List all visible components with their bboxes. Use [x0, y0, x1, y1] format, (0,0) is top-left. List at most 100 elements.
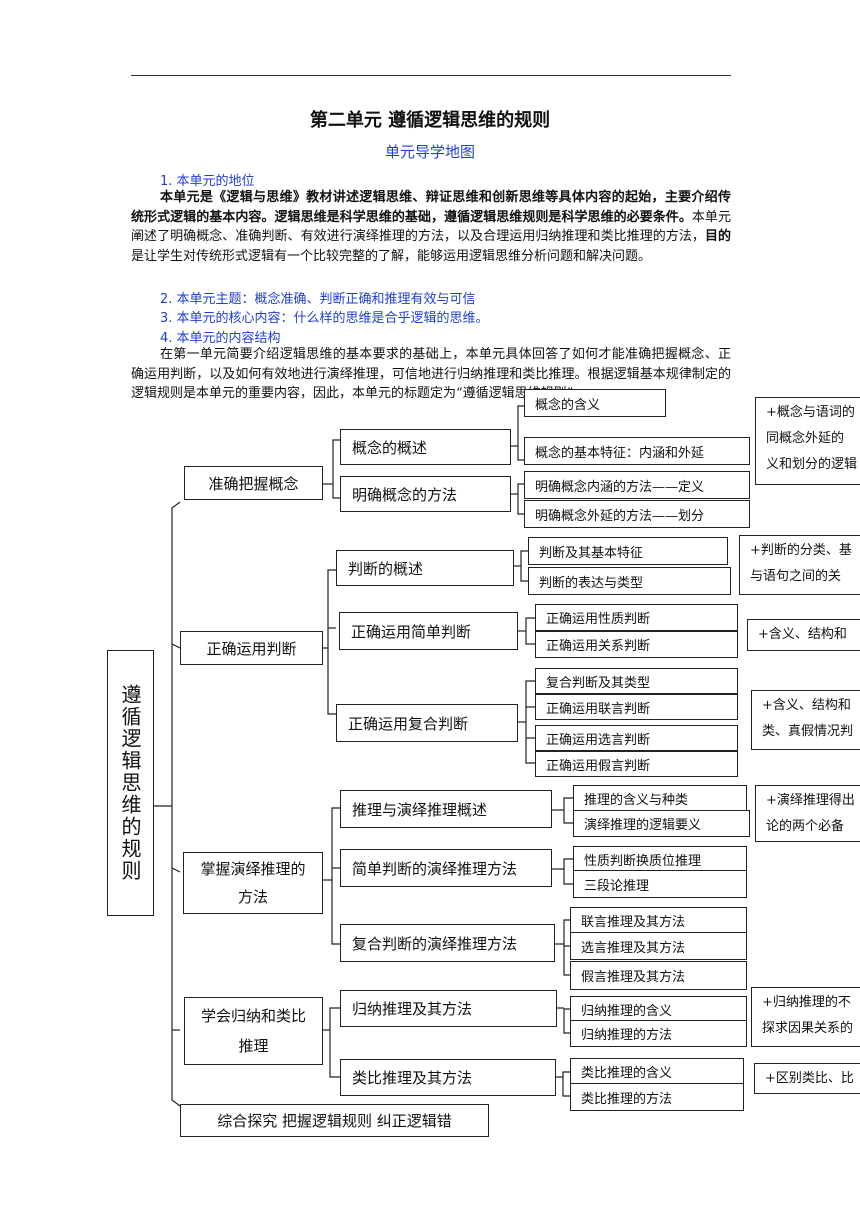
node-inquiry-label: 综合探究 把握逻辑规则 纠正逻辑错	[217, 1112, 452, 1130]
leaf-concept-define: 明确概念内涵的方法——定义	[524, 471, 750, 499]
leaf-judgment-disj-label: 正确运用选言判断	[546, 732, 651, 748]
note-judgment-1-line1: +判断的分类、基	[750, 543, 852, 558]
para-normal: 本单元阐述了明确概念、准确判断、有效进行演绎推理的方法，以及合理运用归纳推理和类…	[131, 209, 731, 245]
para-normal-2: 是让学生对传统形式逻辑有一个比较完整的了解，能够运用逻辑思维分析问题和解决问题。	[131, 248, 652, 264]
note-judgment-3-line2: 类、真假情况判	[762, 724, 854, 739]
leaf-deduction-conj: 联言推理及其方法	[570, 907, 747, 934]
para-bold: 本单元是《逻辑与思维》教材讲述逻辑思维、辩证思维和创新思维等具体内容的起始，主要…	[131, 190, 731, 225]
note-concept-line1: +概念与语词的	[766, 405, 855, 420]
note-analogy-line1: +区别类比、比	[765, 1071, 854, 1086]
node-induction-ind-label: 归纳推理及其方法	[352, 1000, 473, 1018]
node-deduction-overview: 推理与演绎推理概述	[340, 790, 552, 828]
note-judgment-2: +含义、结构和	[747, 619, 860, 651]
leaf-concept-features-label: 概念的基本特征：内涵和外延	[535, 445, 705, 461]
note-induction-line1: +归纳推理的不	[762, 995, 851, 1010]
leaf-judgment-ctypes-label: 复合判断及其类型	[546, 675, 651, 691]
note-judgment-3: +含义、结构和类、真假情况判	[751, 690, 860, 750]
node-concept-method-label: 明确概念的方法	[352, 485, 458, 504]
section-heading-2: 2. 本单元主题：概念准确、判断正确和推理有效与可信	[160, 292, 476, 307]
leaf-concept-meaning-label: 概念的含义	[535, 397, 601, 413]
leaf-analogy-method-label: 类比推理的方法	[581, 1091, 673, 1107]
node-judgment: 正确运用判断	[180, 631, 323, 665]
note-analogy: +区别类比、比	[754, 1063, 860, 1094]
leaf-judgment-types: 判断的表达与类型	[528, 567, 731, 595]
node-induction-label: 学会归纳和类比推理	[200, 1007, 306, 1055]
node-judgment-simple-label: 正确运用简单判断	[351, 622, 472, 641]
leaf-deduction-kinds: 推理的含义与种类	[573, 785, 747, 811]
node-concept-overview: 概念的概述	[340, 429, 511, 465]
paragraph-position: 本单元是《逻辑与思维》教材讲述逻辑思维、辩证思维和创新思维等具体内容的起始，主要…	[131, 188, 731, 266]
leaf-deduction-conversion: 性质判断换质位推理	[573, 846, 747, 873]
leaf-judgment-property: 正确运用性质判断	[535, 604, 738, 631]
leaf-induction-meaning-label: 归纳推理的含义	[581, 1003, 673, 1019]
node-judgment-overview: 判断的概述	[336, 550, 514, 586]
leaf-concept-define-label: 明确概念内涵的方法——定义	[535, 479, 705, 495]
leaf-deduction-conj-label: 联言推理及其方法	[581, 915, 686, 930]
note-deduction-line2: 论的两个必备	[766, 819, 845, 834]
leaf-judgment-hypo: 正确运用假言判断	[535, 751, 738, 777]
leaf-induction-method: 归纳推理的方法	[570, 1020, 747, 1047]
leaf-judgment-relation-label: 正确运用关系判断	[546, 639, 651, 654]
leaf-judgment-ctypes: 复合判断及其类型	[535, 668, 738, 694]
leaf-judgment-disj: 正确运用选言判断	[535, 725, 738, 751]
page-title: 第二单元 遵循逻辑思维的规则	[309, 110, 551, 131]
leaf-deduction-hypo: 假言推理及其方法	[570, 961, 747, 990]
leaf-judgment-property-label: 正确运用性质判断	[546, 612, 651, 627]
section-heading-4: 4. 本单元的内容结构	[160, 331, 281, 346]
leaf-deduction-disj: 选言推理及其方法	[570, 932, 747, 960]
node-inquiry: 综合探究 把握逻辑规则 纠正逻辑错	[180, 1104, 489, 1137]
leaf-judgment-features-label: 判断及其基本特征	[539, 545, 644, 561]
section-heading-1: 1. 本单元的地位	[160, 174, 255, 189]
node-deduction: 掌握演绎推理的方法	[183, 852, 323, 914]
node-concept: 准确把握概念	[184, 466, 323, 500]
leaf-concept-features: 概念的基本特征：内涵和外延	[524, 437, 750, 465]
leaf-deduction-kinds-label: 推理的含义与种类	[584, 792, 689, 808]
section-heading-3: 3. 本单元的核心内容：什么样的思维是合乎逻辑的思维。	[160, 311, 489, 326]
node-deduction-simple-label: 简单判断的演绎推理方法	[352, 859, 518, 878]
header-rule	[131, 75, 731, 76]
note-judgment-2-line1: +含义、结构和	[758, 627, 847, 642]
note-deduction-line1: +演绎推理得出	[766, 793, 855, 808]
leaf-induction-meaning: 归纳推理的含义	[570, 996, 747, 1022]
node-deduction-compound: 复合判断的演绎推理方法	[340, 924, 555, 962]
note-judgment-1: +判断的分类、基与语句之间的关	[739, 535, 860, 595]
node-induction: 学会归纳和类比推理	[184, 997, 323, 1065]
note-induction: +归纳推理的不探求因果关系的	[751, 987, 860, 1047]
leaf-analogy-meaning: 类比推理的含义	[570, 1058, 744, 1084]
node-judgment-compound-label: 正确运用复合判断	[348, 714, 469, 733]
leaf-judgment-hypo-label: 正确运用假言判断	[546, 758, 651, 774]
leaf-deduction-requirements-label: 演绎推理的逻辑要义	[584, 818, 702, 833]
leaf-deduction-disj-label: 选言推理及其方法	[581, 940, 686, 956]
leaf-judgment-relation: 正确运用关系判断	[535, 631, 738, 658]
leaf-judgment-features: 判断及其基本特征	[528, 537, 728, 565]
note-judgment-1-line2: 与语句之间的关	[750, 569, 842, 584]
leaf-analogy-method: 类比推理的方法	[570, 1083, 744, 1111]
leaf-analogy-meaning-label: 类比推理的含义	[581, 1065, 673, 1081]
leaf-deduction-hypo-label: 假言推理及其方法	[581, 970, 686, 985]
leaf-deduction-requirements: 演绎推理的逻辑要义	[573, 810, 750, 837]
node-concept-method: 明确概念的方法	[340, 476, 511, 512]
root-label: 遵循逻辑思维的规则	[118, 684, 142, 882]
leaf-judgment-conj: 正确运用联言判断	[535, 694, 738, 720]
note-induction-line2: 探求因果关系的	[762, 1021, 854, 1036]
leaf-deduction-conversion-label: 性质判断换质位推理	[584, 854, 702, 869]
leaf-concept-meaning: 概念的含义	[524, 389, 666, 417]
node-judgment-compound: 正确运用复合判断	[336, 704, 518, 742]
note-concept-line3: 义和划分的逻辑	[766, 457, 858, 472]
node-induction-ana: 类比推理及其方法	[340, 1059, 556, 1096]
node-deduction-simple: 简单判断的演绎推理方法	[340, 849, 552, 887]
note-deduction: +演绎推理得出论的两个必备	[755, 785, 860, 842]
para-bold-2: 目的	[704, 229, 731, 244]
node-deduction-overview-label: 推理与演绎推理概述	[352, 800, 488, 819]
leaf-induction-method-label: 归纳推理的方法	[581, 1028, 673, 1043]
node-judgment-label: 正确运用判断	[206, 639, 297, 658]
node-judgment-simple: 正确运用简单判断	[339, 612, 518, 650]
leaf-deduction-syllogism: 三段论推理	[573, 870, 747, 898]
leaf-concept-divide-label: 明确概念外延的方法——划分	[535, 508, 705, 524]
node-concept-label: 准确把握概念	[208, 474, 299, 493]
note-concept: +概念与语词的同概念外延的义和划分的逻辑	[755, 397, 860, 485]
node-deduction-label: 掌握演绎推理的方法	[200, 860, 306, 906]
leaf-concept-divide: 明确概念外延的方法——划分	[524, 500, 750, 528]
leaf-deduction-syllogism-label: 三段论推理	[584, 878, 650, 894]
